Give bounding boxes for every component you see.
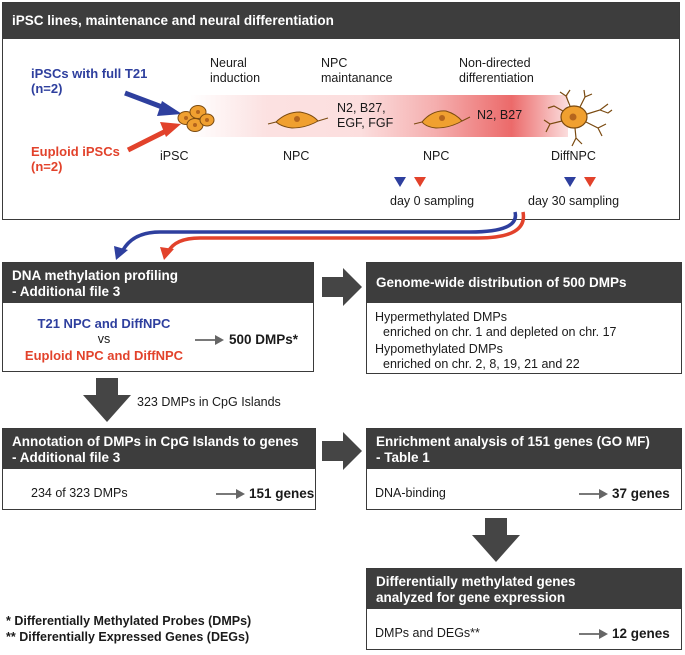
enrichment-input: DNA-binding bbox=[375, 486, 446, 500]
genome-box-title: Genome-wide distribution of 500 DMPs bbox=[367, 263, 681, 303]
footnote-degs: ** Differentially Expressed Genes (DEGs) bbox=[6, 630, 250, 644]
enrichment-box: Enrichment analysis of 151 genes (GO MF)… bbox=[366, 428, 682, 510]
npc-cell-icon bbox=[267, 111, 329, 129]
vs-label: vs bbox=[97, 332, 111, 346]
sampling-triangle-blue bbox=[564, 177, 576, 187]
block-arrow-down-icon bbox=[83, 378, 131, 422]
input-label-euploid: Euploid iPSCs (n=2) bbox=[31, 144, 120, 174]
cell-label-npc-2: NPC bbox=[423, 149, 450, 163]
methylation-profiling-box: DNA methylation profiling - Additional f… bbox=[2, 262, 314, 372]
top-panel-title: iPSC lines, maintenance and neural diffe… bbox=[3, 3, 679, 39]
hyper-detail: enriched on chr. 1 and depleted on chr. … bbox=[383, 325, 617, 339]
expression-input: DMPs and DEGs** bbox=[375, 626, 480, 640]
stage-npc-maintenance: NPC maintanance bbox=[321, 56, 393, 85]
cell-label-npc-1: NPC bbox=[283, 149, 310, 163]
ipsc-cluster-icon bbox=[177, 105, 215, 132]
sampling-triangle-red bbox=[584, 177, 596, 187]
small-arrow-icon bbox=[216, 489, 245, 499]
footnote-dmps: * Differentially Methylated Probes (DMPs… bbox=[6, 614, 252, 628]
sampling-triangle-blue bbox=[394, 177, 406, 187]
cpg-islands-label: 323 DMPs in CpG Islands bbox=[137, 395, 281, 409]
media-diff: N2, B27 bbox=[477, 108, 523, 122]
result-37-genes: 37 genes bbox=[612, 486, 670, 501]
hypo-title: Hypomethylated DMPs bbox=[375, 342, 503, 356]
sampling-triangle-red bbox=[414, 177, 426, 187]
differentiation-gradient-band bbox=[190, 95, 568, 137]
genome-distribution-box: Genome-wide distribution of 500 DMPs bbox=[366, 262, 682, 374]
small-arrow-icon bbox=[579, 629, 608, 639]
group-euploid: Euploid NPC and DiffNPC bbox=[24, 348, 184, 363]
methylation-box-title: DNA methylation profiling - Additional f… bbox=[3, 263, 313, 303]
small-arrow-icon bbox=[195, 335, 224, 345]
block-arrow-right-icon bbox=[322, 268, 362, 306]
stage-non-directed-differentiation: Non-directed differentiation bbox=[459, 56, 534, 85]
result-151-genes: 151 genes bbox=[249, 486, 315, 501]
stage-neural-induction: Neural induction bbox=[210, 56, 261, 85]
small-arrow-icon bbox=[579, 489, 608, 499]
cell-label-diffnpc: DiffNPC bbox=[551, 149, 596, 163]
group-t21: T21 NPC and DiffNPC bbox=[37, 316, 171, 331]
result-12-genes: 12 genes bbox=[612, 626, 670, 641]
annotation-box-title: Annotation of DMPs in CpG Islands to gen… bbox=[3, 429, 315, 469]
annotation-input: 234 of 323 DMPs bbox=[31, 486, 128, 500]
block-arrow-right-icon bbox=[322, 432, 362, 470]
expression-box-title: Differentially methylated genes analyzed… bbox=[367, 569, 681, 609]
expression-box: Differentially methylated genes analyzed… bbox=[366, 568, 682, 650]
hyper-title: Hypermethylated DMPs bbox=[375, 310, 507, 324]
sampling-day30-label: day 30 sampling bbox=[528, 194, 620, 208]
block-arrow-down-icon bbox=[472, 518, 520, 562]
enrichment-box-title: Enrichment analysis of 151 genes (GO MF)… bbox=[367, 429, 681, 469]
hypo-detail: enriched on chr. 2, 8, 19, 21 and 22 bbox=[383, 357, 580, 371]
cell-label-ipsc: iPSC bbox=[160, 149, 189, 163]
result-500-dmps: 500 DMPs* bbox=[229, 332, 299, 347]
sampling-day0-label: day 0 sampling bbox=[390, 194, 475, 208]
input-label-t21: iPSCs with full T21 (n=2) bbox=[31, 66, 148, 96]
neuron-icon bbox=[543, 89, 613, 147]
npc-cell-icon bbox=[413, 110, 471, 129]
media-npc: N2, B27, EGF, FGF bbox=[337, 101, 394, 130]
annotation-box: Annotation of DMPs in CpG Islands to gen… bbox=[2, 428, 316, 510]
